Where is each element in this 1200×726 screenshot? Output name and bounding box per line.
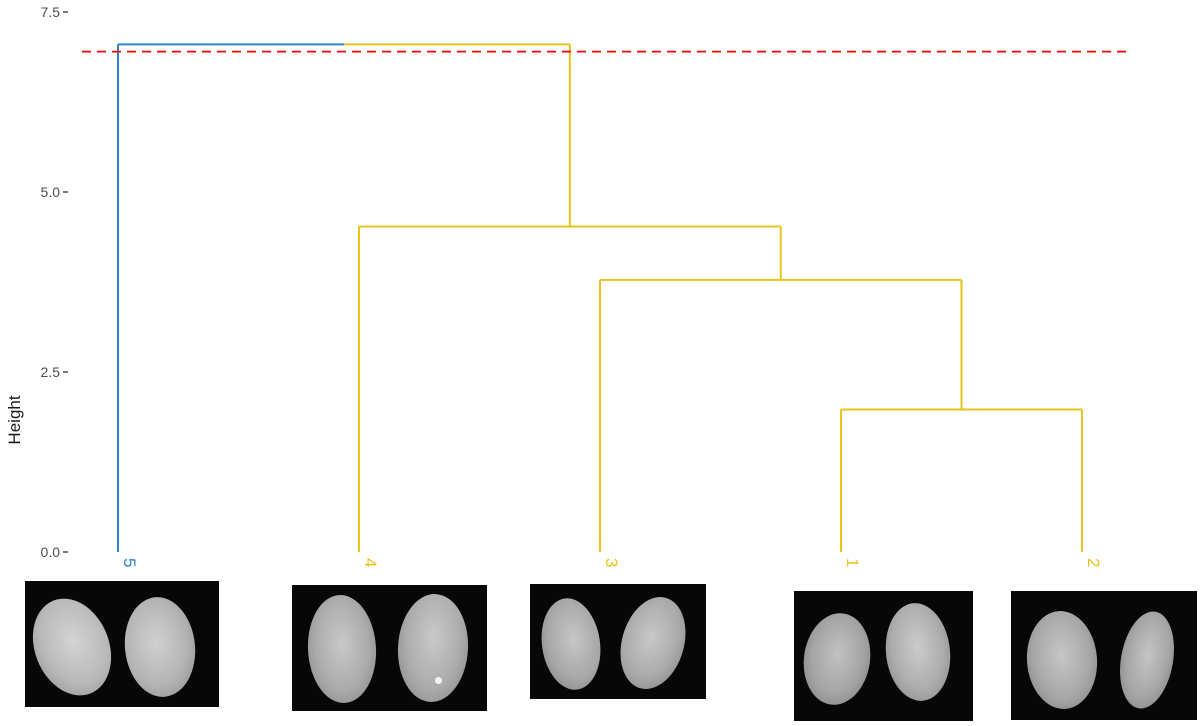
y-tick-label-1: 2.5 bbox=[41, 364, 61, 380]
leaf-label-5: 5 bbox=[120, 558, 139, 567]
leaf-label-2: 2 bbox=[1084, 558, 1103, 567]
y-axis: 0.0 2.5 5.0 7.5 bbox=[41, 4, 68, 560]
seed-image-1 bbox=[794, 591, 973, 721]
y-tick-label-0: 0.0 bbox=[41, 544, 61, 560]
seed-image-4 bbox=[292, 585, 487, 711]
y-tick-label-3: 7.5 bbox=[41, 4, 61, 20]
leaf-label-3: 3 bbox=[602, 558, 621, 567]
leaf-label-4: 4 bbox=[361, 558, 380, 567]
seed-image-3 bbox=[530, 584, 706, 699]
leaf-label-1: 1 bbox=[843, 558, 862, 567]
seed-image-2 bbox=[1011, 591, 1197, 720]
y-axis-title: Height bbox=[5, 395, 24, 444]
leaf-labels: 5 4 3 1 2 bbox=[120, 558, 1103, 567]
seed-image-5 bbox=[25, 581, 219, 707]
dendrogram-branches bbox=[117, 43, 1083, 552]
y-tick-label-2: 5.0 bbox=[41, 184, 61, 200]
